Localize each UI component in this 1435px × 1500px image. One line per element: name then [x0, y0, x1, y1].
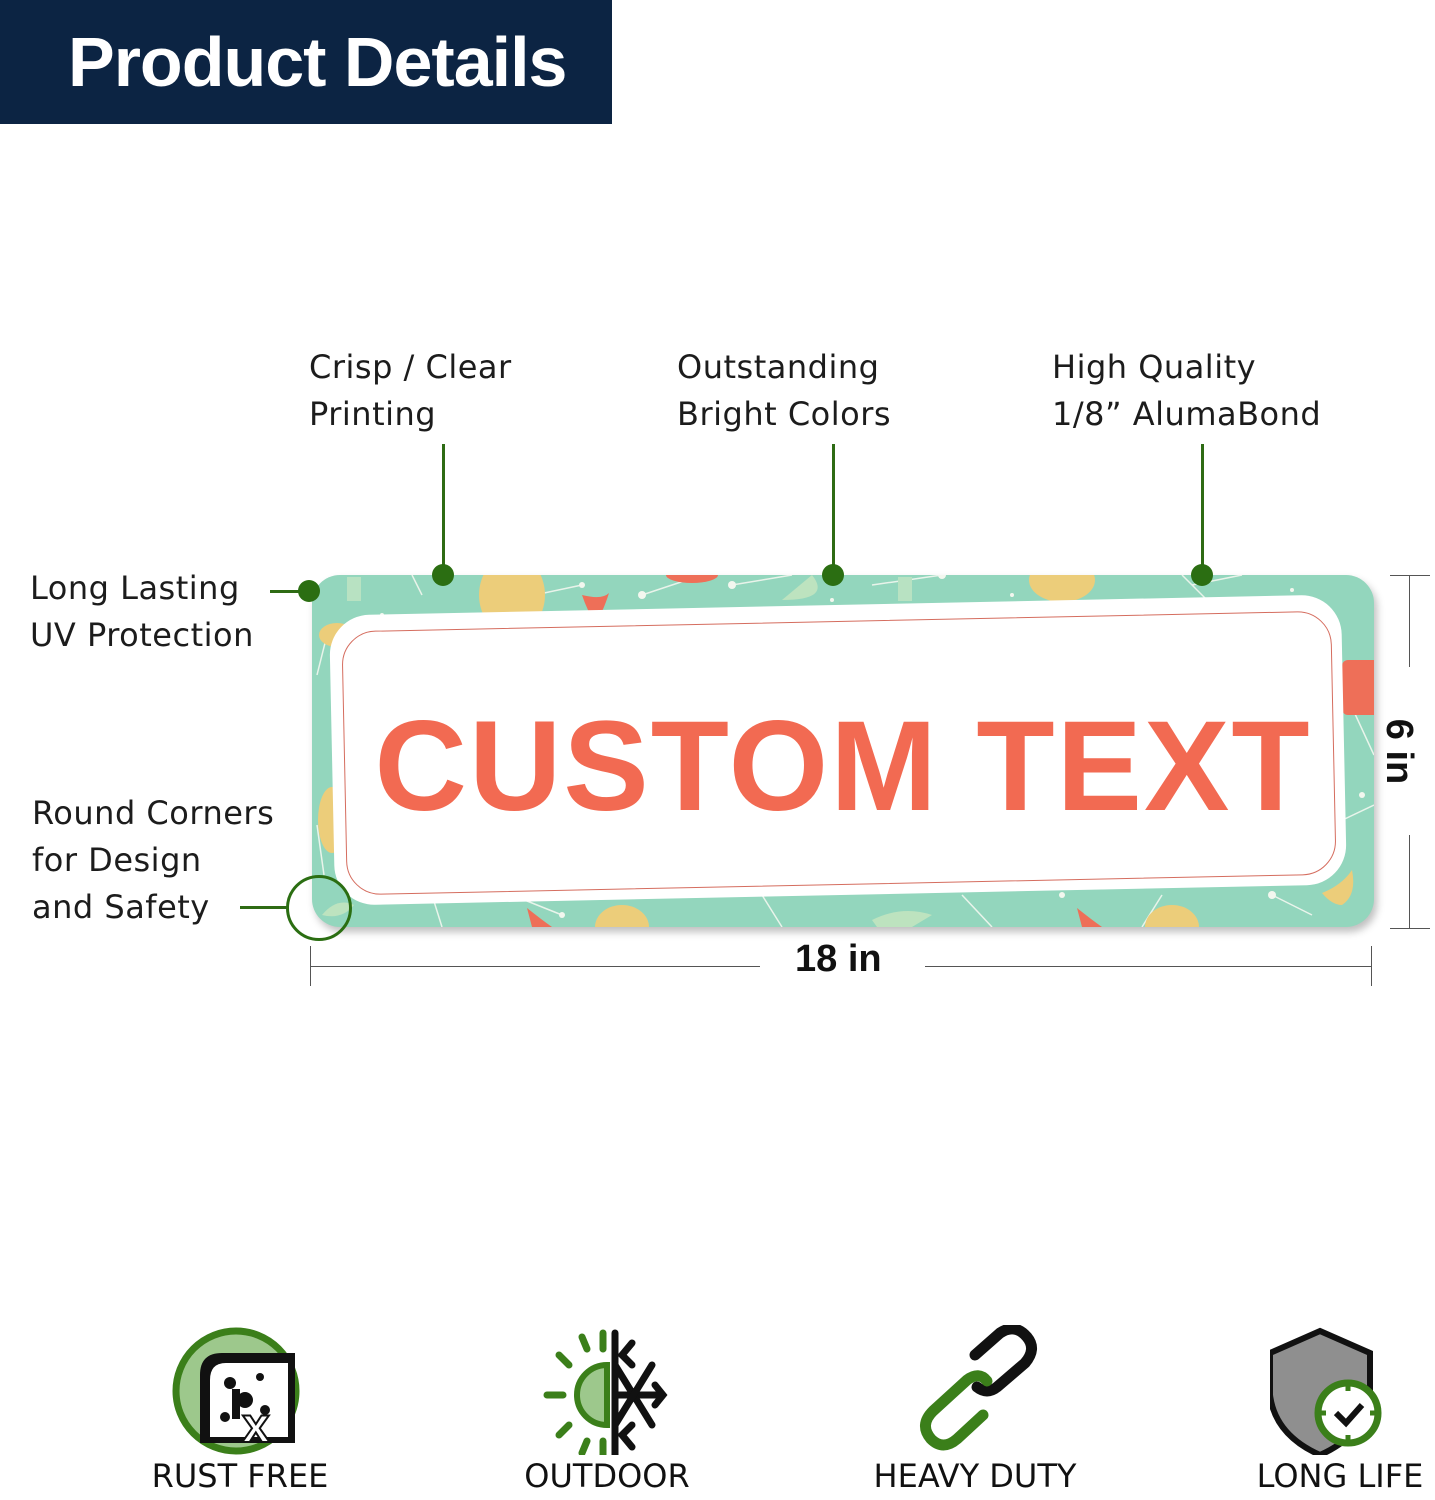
height-dimension-label: 6 in — [1378, 718, 1421, 785]
leader-line-crisp — [442, 444, 445, 574]
callout-alumabond: High Quality 1/8” AlumaBond — [1052, 344, 1321, 438]
callout-line: for Design — [32, 841, 202, 879]
feature-label: RUST FREE — [151, 1457, 329, 1495]
callout-line: 1/8” AlumaBond — [1052, 395, 1322, 433]
callout-crisp-printing: Crisp / Clear Printing — [309, 344, 512, 438]
callout-line: Outstanding — [677, 348, 880, 386]
page-title: Product Details — [68, 23, 567, 101]
feature-long-life: LONG LIFE — [1190, 1325, 1435, 1495]
width-dim-line-right — [925, 966, 1372, 967]
callout-dot-crisp — [432, 564, 454, 586]
callout-line: High Quality — [1052, 348, 1257, 386]
width-dim-line-left — [310, 966, 760, 967]
feature-label: LONG LIFE — [1256, 1457, 1424, 1495]
callout-line: Printing — [309, 395, 437, 433]
height-dim-line-bottom — [1409, 835, 1410, 928]
callout-line: Long Lasting — [30, 569, 240, 607]
feature-label: HEAVY DUTY — [873, 1457, 1077, 1495]
callout-line: Crisp / Clear — [309, 348, 512, 386]
callout-dot-material — [1191, 564, 1213, 586]
height-dim-tick-top — [1390, 575, 1430, 576]
callout-line: UV Protection — [30, 616, 254, 654]
callout-line: Round Corners — [32, 794, 275, 832]
feature-label: OUTDOOR — [524, 1457, 690, 1495]
leader-line-uv — [270, 590, 306, 593]
leader-line-colors — [832, 444, 835, 574]
callout-dot-uv — [298, 580, 320, 602]
callout-dot-colors — [822, 564, 844, 586]
callout-uv-protection: Long Lasting UV Protection — [30, 565, 254, 659]
callout-line: Bright Colors — [677, 395, 892, 433]
sign-custom-text: CUSTOM TEXT — [374, 695, 1312, 838]
chain-link-icon — [920, 1325, 1037, 1451]
header-banner: Product Details — [0, 0, 612, 124]
feature-outdoor: OUTDOOR — [457, 1325, 757, 1495]
sign-preview: CUSTOM TEXT — [312, 575, 1374, 927]
height-dim-tick-bottom — [1390, 928, 1430, 929]
height-dim-line-top — [1409, 575, 1410, 667]
leader-line-material — [1201, 444, 1204, 574]
shield-clock-icon — [1270, 1327, 1382, 1455]
feature-heavy-duty: HEAVY DUTY — [825, 1325, 1125, 1495]
width-dimension-label: 18 in — [795, 938, 882, 980]
sun-snowflake-icon — [543, 1329, 668, 1455]
leader-line-corners — [240, 906, 288, 909]
feature-rust-free: x RUST FREE — [90, 1325, 390, 1495]
svg-text:x: x — [242, 1397, 270, 1453]
callout-round-corners: Round Corners for Design and Safety — [32, 790, 274, 931]
callout-bright-colors: Outstanding Bright Colors — [677, 344, 891, 438]
callout-line: and Safety — [32, 888, 210, 926]
corner-highlight-circle — [286, 875, 352, 941]
rust-free-icon: x — [172, 1327, 300, 1455]
